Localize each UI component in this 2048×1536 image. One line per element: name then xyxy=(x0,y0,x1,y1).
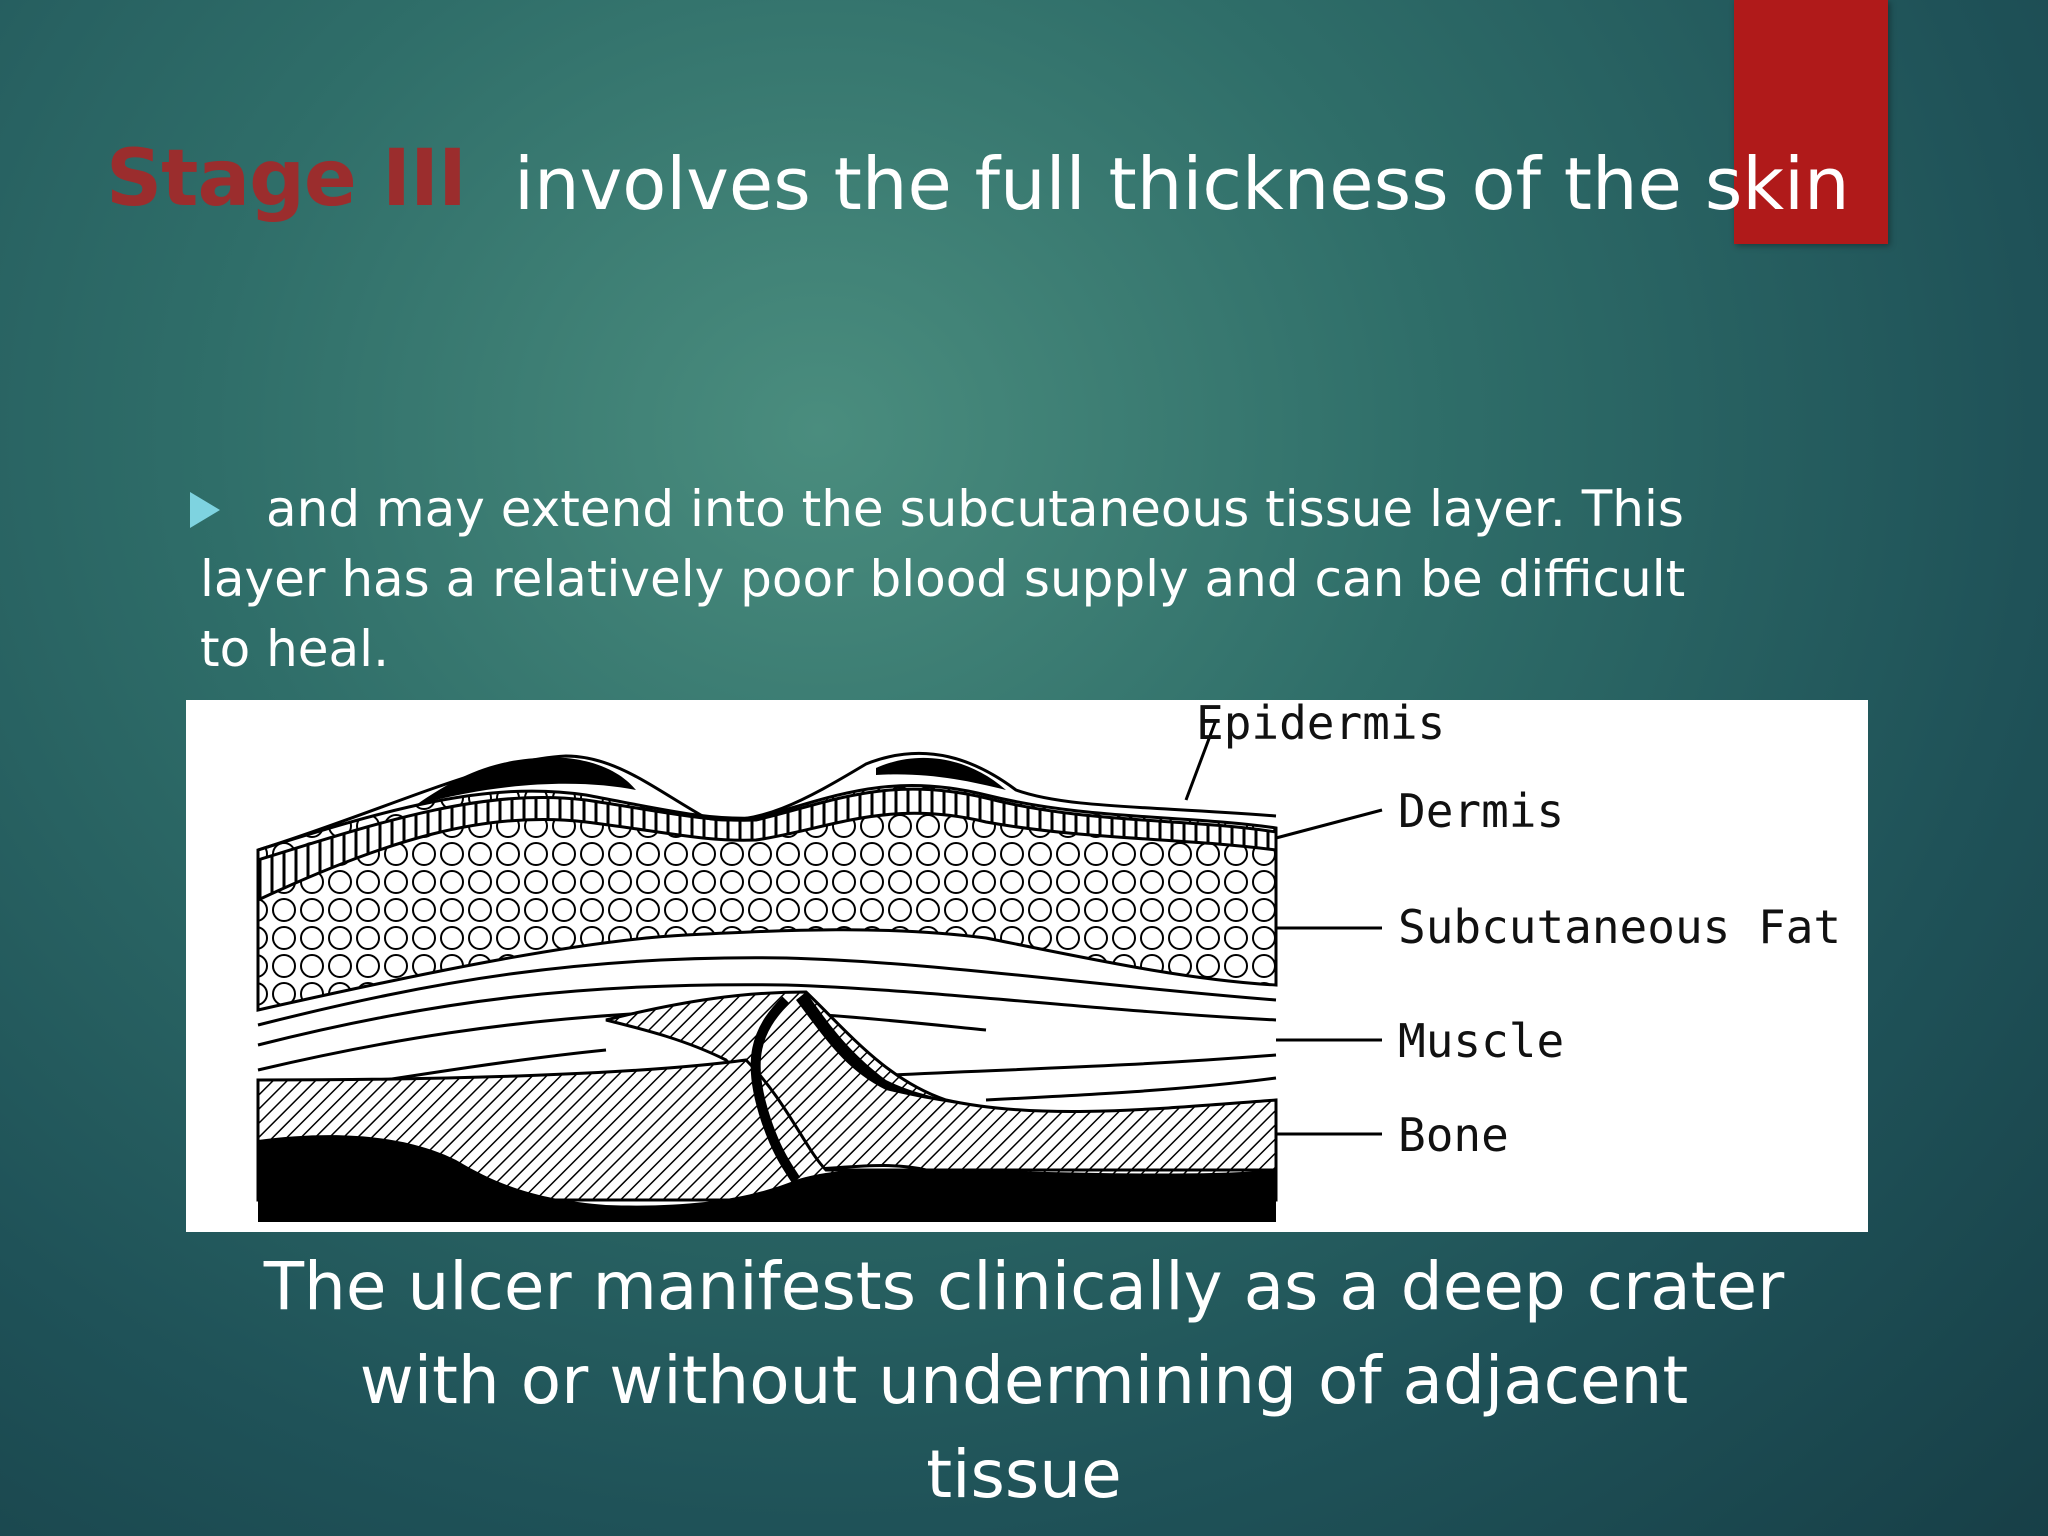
dermis-layer xyxy=(256,787,1278,903)
dermis-leader xyxy=(1275,808,1383,840)
skin-cross-section-illustration xyxy=(256,719,1383,1222)
label-subcutaneous-fat: Subcutaneous Fat xyxy=(1398,900,1842,954)
crater-rim xyxy=(796,992,1046,1112)
bullet-item: and may extend into the subcutaneous tis… xyxy=(190,474,1686,684)
title-stage-label: Stage III xyxy=(106,134,467,224)
caption-line-1: The ulcer manifests clinically as a deep… xyxy=(263,1248,1785,1325)
epidermis-leader xyxy=(1184,719,1218,801)
label-dermis: Dermis xyxy=(1398,784,1565,838)
dermal-papilla-right xyxy=(876,757,1006,790)
skin-layers-diagram: Epidermis Dermis Subcutaneous Fat Muscle… xyxy=(186,700,1868,1232)
triangle-bullet-icon xyxy=(190,492,220,528)
bone-marrow xyxy=(258,1135,1276,1222)
bullet-text: and may extend into the subcutaneous tis… xyxy=(200,480,1686,678)
caption-line-3: tissue xyxy=(926,1436,1122,1513)
subcutaneous-fat-layer xyxy=(256,784,1278,1012)
label-muscle: Muscle xyxy=(1398,1014,1565,1068)
label-epidermis: Epidermis xyxy=(1196,696,1446,750)
label-bone: Bone xyxy=(1398,1108,1509,1162)
slide-caption: The ulcer manifests clinically as a deep… xyxy=(150,1240,1898,1522)
title-text: involves the full thickness of the skin xyxy=(514,142,1850,226)
accent-red-tab xyxy=(1734,0,1888,244)
dermal-papilla-left xyxy=(416,757,636,805)
caption-line-2: with or without undermining of adjacent xyxy=(359,1342,1689,1419)
